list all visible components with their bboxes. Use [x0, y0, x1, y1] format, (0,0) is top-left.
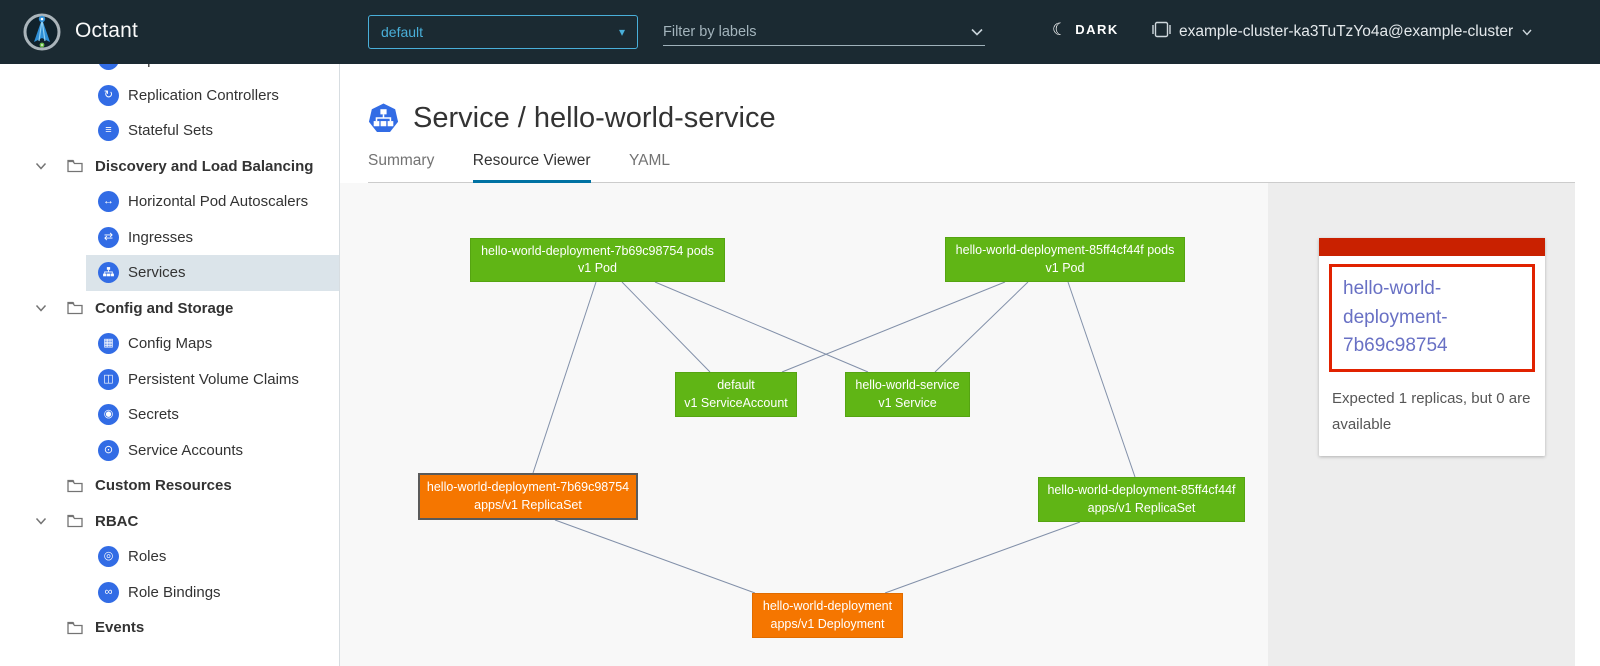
app-header: Octant default ▾ ☾ DARK example-cluster-… — [0, 0, 1600, 64]
sidebar-group-discovery-and-load-balancing[interactable]: Discovery and Load Balancing — [0, 149, 339, 185]
stateful-sets-icon: ≡ — [98, 120, 119, 142]
roles-icon: ◎ — [98, 546, 119, 568]
sidebar-item-persistent-volume-claims[interactable]: ◫ Persistent Volume Claims — [0, 362, 339, 398]
graph-node-pod-7b69c98754[interactable]: hello-world-deployment-7b69c98754 pods v… — [470, 238, 725, 282]
sidebar-group-custom-resources[interactable]: Custom Resources — [0, 468, 339, 504]
moon-icon: ☾ — [1052, 20, 1068, 39]
chevron-down-icon[interactable] — [969, 24, 985, 40]
folder-icon — [66, 157, 84, 175]
graph-node-deployment-hello-world[interactable]: hello-world-deployment apps/v1 Deploymen… — [752, 593, 903, 638]
folder-icon — [66, 619, 84, 637]
persistent-volume-claims-icon: ◫ — [98, 368, 119, 390]
resource-viewer-graph: hello-world-deployment-7b69c98754 pods v… — [340, 183, 1268, 666]
sidebar-item-role-bindings[interactable]: ∞ Role Bindings — [0, 575, 339, 611]
sidebar-group-events[interactable]: Events — [0, 610, 339, 646]
theme-toggle-label: DARK — [1075, 22, 1119, 37]
chevron-down-icon — [34, 159, 48, 173]
main-content: Service / hello-world-service Summary Re… — [340, 64, 1600, 666]
sidebar-item-config-maps[interactable]: ▦ Config Maps — [0, 326, 339, 362]
services-icon — [98, 262, 119, 284]
namespace-value: default — [381, 24, 424, 40]
status-message: Expected 1 replicas, but 0 are available — [1332, 389, 1531, 433]
caret-down-icon: ▾ — [618, 25, 625, 39]
graph-node-replicaset-7b69c98754[interactable]: hello-world-deployment-7b69c98754 apps/v… — [418, 473, 638, 520]
graph-edges — [532, 281, 1136, 594]
resource-link[interactable]: hello-world-deployment-7b69c98754 — [1343, 278, 1448, 356]
config-maps-icon: ▦ — [98, 333, 119, 355]
chevron-down-icon — [34, 301, 48, 315]
sidebar-item-service-accounts[interactable]: ⊙ Service Accounts — [0, 433, 339, 469]
sidebar-item-ingresses[interactable]: ⇄ Ingresses — [0, 220, 339, 256]
sidebar-group-rbac[interactable]: RBAC — [0, 504, 339, 540]
sidebar-item-secrets[interactable]: ◉ Secrets — [0, 397, 339, 433]
sidebar-item-services[interactable]: Services — [0, 255, 339, 291]
graph-node-serviceaccount-default[interactable]: default v1 ServiceAccount — [675, 372, 797, 417]
node-detail-panel: hello-world-deployment-7b69c98754 Expect… — [1268, 183, 1575, 666]
status-bar-error — [1319, 238, 1545, 256]
octant-logo-icon — [22, 12, 62, 52]
folder-icon — [66, 477, 84, 495]
horizontal-pod-autoscalers-icon: ↔ — [98, 191, 119, 213]
sidebar-nav: ▣ Replica Sets ↻ Replication Controllers… — [0, 64, 340, 666]
secrets-icon: ◉ — [98, 404, 119, 426]
replication-controllers-icon: ↻ — [98, 84, 119, 106]
sidebar-item-replication-controllers[interactable]: ↻ Replication Controllers — [0, 78, 339, 114]
app-title: Octant — [75, 19, 139, 42]
filter-by-labels-field — [663, 18, 985, 46]
sidebar-item-roles[interactable]: ◎ Roles — [0, 539, 339, 575]
tab-bar: Summary Resource Viewer YAML — [368, 152, 1575, 183]
cluster-icon — [1152, 20, 1171, 44]
folder-icon — [66, 512, 84, 530]
sidebar-item-stateful-sets[interactable]: ≡ Stateful Sets — [0, 113, 339, 149]
service-accounts-icon: ⊙ — [98, 439, 119, 461]
graph-node-service-hello-world-service[interactable]: hello-world-service v1 Service — [845, 372, 970, 417]
tab-summary[interactable]: Summary — [368, 152, 435, 169]
cluster-context-switcher[interactable]: example-cluster-ka3TuTzYo4a@example-clus… — [1152, 20, 1533, 44]
service-resource-icon — [368, 103, 399, 134]
tab-resource-viewer[interactable]: Resource Viewer — [472, 152, 591, 183]
selected-resource-box: hello-world-deployment-7b69c98754 — [1329, 264, 1535, 372]
graph-node-replicaset-85ff4cf44f[interactable]: hello-world-deployment-85ff4cf44f apps/v… — [1038, 477, 1245, 522]
role-bindings-icon: ∞ — [98, 581, 119, 603]
cluster-context-label: example-cluster-ka3TuTzYo4a@example-clus… — [1179, 23, 1514, 40]
folder-icon — [66, 299, 84, 317]
namespace-selector[interactable]: default ▾ — [368, 15, 638, 49]
filter-input[interactable] — [663, 23, 969, 40]
sidebar-item-horizontal-pod-autoscalers[interactable]: ↔ Horizontal Pod Autoscalers — [0, 184, 339, 220]
sidebar-item-replica-sets[interactable]: ▣ Replica Sets — [0, 64, 339, 78]
graph-node-pod-85ff4cf44f[interactable]: hello-world-deployment-85ff4cf44f pods v… — [945, 237, 1185, 282]
page-title: Service / hello-world-service — [413, 102, 776, 134]
tab-yaml[interactable]: YAML — [628, 152, 671, 169]
chevron-down-icon — [1521, 26, 1533, 38]
chevron-down-icon — [34, 514, 48, 528]
ingresses-icon: ⇄ — [98, 226, 119, 248]
replica-sets-icon: ▣ — [98, 64, 119, 71]
theme-toggle-button[interactable]: ☾ DARK — [1052, 21, 1119, 38]
sidebar-group-config-and-storage[interactable]: Config and Storage — [0, 291, 339, 327]
node-detail-card: hello-world-deployment-7b69c98754 Expect… — [1319, 238, 1545, 456]
